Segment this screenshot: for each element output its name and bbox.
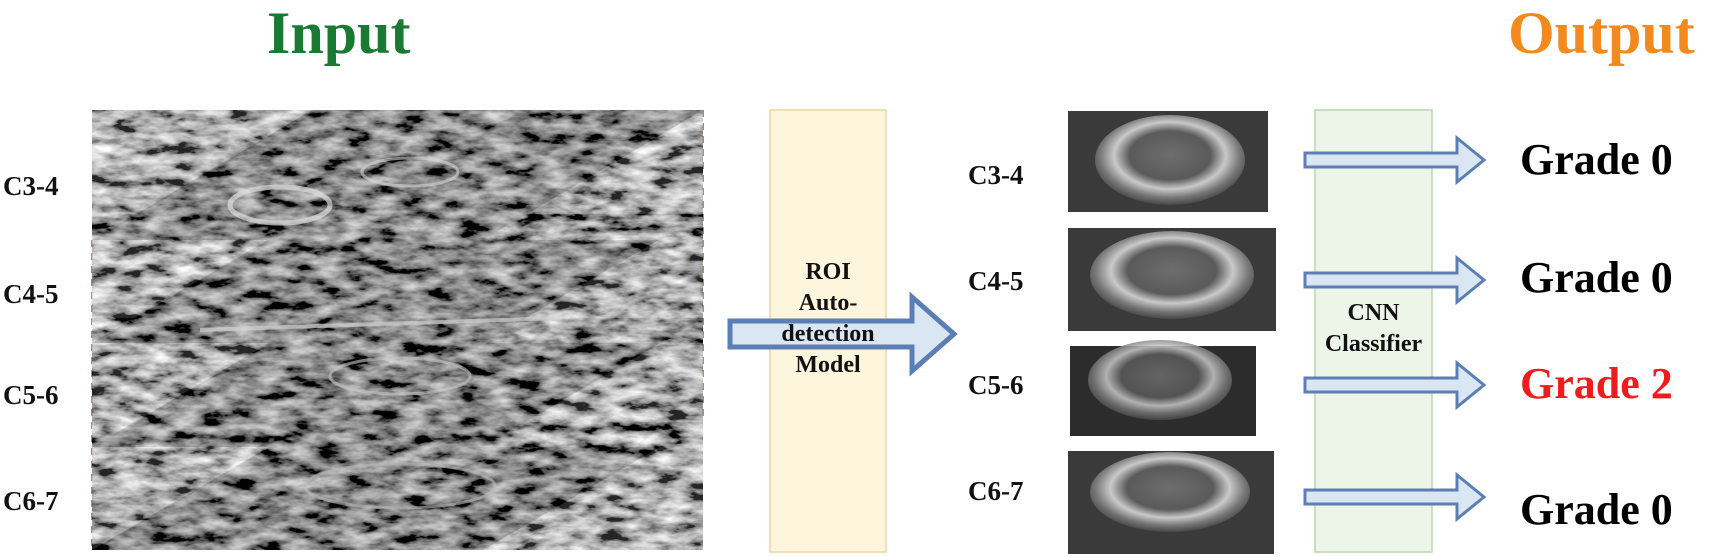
input-title: Input bbox=[267, 0, 411, 66]
roi-model-line: Auto- bbox=[798, 290, 858, 316]
roi-level-label: C4-5 bbox=[968, 266, 1024, 296]
roi-crop-c67 bbox=[1068, 451, 1274, 554]
roi-crop-images bbox=[1068, 111, 1276, 554]
mri-slice-c67 bbox=[92, 422, 703, 550]
roi-model-line: ROI bbox=[805, 259, 851, 285]
grade-label: Grade 2 bbox=[1520, 359, 1673, 408]
roi-crop-c56 bbox=[1070, 340, 1256, 436]
roi-crop-c34 bbox=[1068, 111, 1268, 212]
arrow-icon-c45 bbox=[1303, 254, 1487, 306]
arrow-icon-c56 bbox=[1303, 359, 1487, 411]
roi-arrow-icon bbox=[727, 291, 958, 377]
mri-slice-c45 bbox=[92, 214, 703, 343]
grade-label: Grade 0 bbox=[1520, 135, 1673, 184]
mri-slice-c56 bbox=[92, 318, 703, 447]
mri-slice-stack bbox=[92, 110, 703, 550]
arrow-icon-c34 bbox=[1303, 134, 1487, 186]
cnn-classifier-box bbox=[1314, 109, 1433, 553]
roi-model-line: Model bbox=[795, 352, 861, 378]
input-level-label: C3-4 bbox=[3, 171, 59, 201]
input-level-label: C6-7 bbox=[3, 486, 59, 516]
output-title: Output bbox=[1508, 0, 1695, 66]
cnn-classifier-line: Classifier bbox=[1324, 331, 1423, 357]
mri-slice-c34 bbox=[92, 110, 703, 240]
cnn-classifier-line: CNN bbox=[1347, 300, 1400, 326]
grade-label: Grade 0 bbox=[1520, 485, 1673, 534]
roi-level-label: C3-4 bbox=[968, 160, 1024, 190]
roi-level-label: C6-7 bbox=[968, 476, 1024, 506]
input-level-label: C5-6 bbox=[3, 380, 59, 410]
roi-level-label: C5-6 bbox=[968, 370, 1024, 400]
roi-crop-c45 bbox=[1068, 228, 1276, 331]
arrow-icon-c67 bbox=[1303, 471, 1487, 523]
classifier-arrows bbox=[1303, 134, 1487, 523]
cnn-classifier-label: CNN Classifier bbox=[1305, 298, 1442, 360]
grade-label: Grade 0 bbox=[1520, 253, 1673, 302]
roi-model-line: detection bbox=[781, 321, 875, 347]
input-level-label: C4-5 bbox=[3, 279, 59, 309]
roi-model-label: ROI Auto- detection Model bbox=[770, 257, 886, 381]
